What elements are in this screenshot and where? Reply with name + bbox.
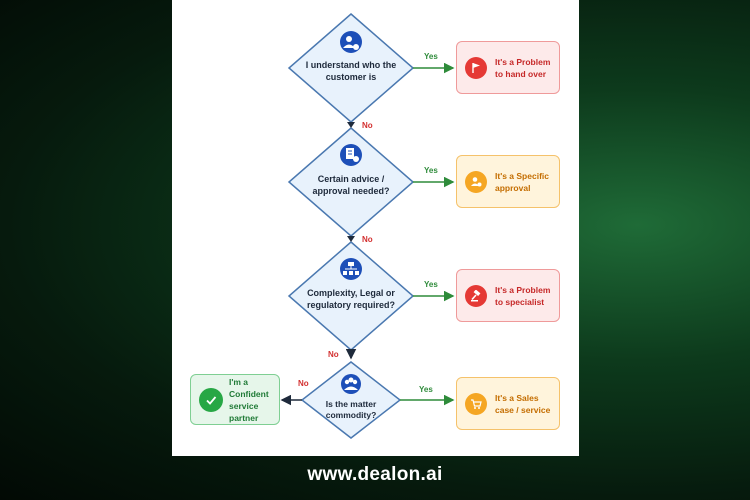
outcome-text-5: I'm a Confident service partner (229, 376, 269, 423)
outcome-box-5: I'm a Confident service partner (190, 374, 280, 425)
outcome-box-1: It's a Problem to hand over (456, 41, 560, 94)
no-label-2: No (362, 235, 373, 244)
no-label-1: No (362, 121, 373, 130)
cart-icon (465, 392, 487, 415)
decision-diamond-4 (300, 361, 402, 439)
decision-text-1: I understand who the customer is (305, 60, 397, 82)
outcome-text-3: It's a Problem to specialist (495, 284, 551, 307)
group-icon (341, 374, 361, 394)
user-check-icon (340, 31, 362, 53)
outcome-box-2: It's a Specific approval (456, 155, 560, 208)
flag-icon (465, 56, 487, 79)
yes-label-2: Yes (424, 166, 438, 175)
footer-url[interactable]: www.dealon.ai (307, 464, 443, 485)
yes-label-3: Yes (424, 280, 438, 289)
flowchart-diagram (280, 13, 455, 439)
outcome-text-1: It's a Problem to hand over (495, 56, 551, 79)
no-label-4: No (298, 379, 309, 388)
gavel-icon (465, 284, 487, 307)
outcome-text-2: It's a Specific approval (495, 170, 549, 193)
check-icon (199, 387, 223, 412)
outcome-box-3: It's a Problem to specialist (456, 269, 560, 322)
decision-text-2: Certain advice / approval needed? (312, 174, 390, 196)
decision-text-4: Is the matter commodity? (325, 399, 377, 420)
user-check-icon (465, 170, 487, 193)
decision-text-3: Complexity, Legal or regulatory required… (306, 288, 396, 310)
outcome-text-4: It's a Sales case / service (495, 392, 551, 415)
outcome-box-4: It's a Sales case / service (456, 377, 560, 430)
yes-label-1: Yes (424, 52, 438, 61)
flowchart-panel: I understand who the customer is Certain… (172, 0, 579, 456)
no-label-3: No (328, 350, 339, 359)
yes-label-4: Yes (419, 385, 433, 394)
